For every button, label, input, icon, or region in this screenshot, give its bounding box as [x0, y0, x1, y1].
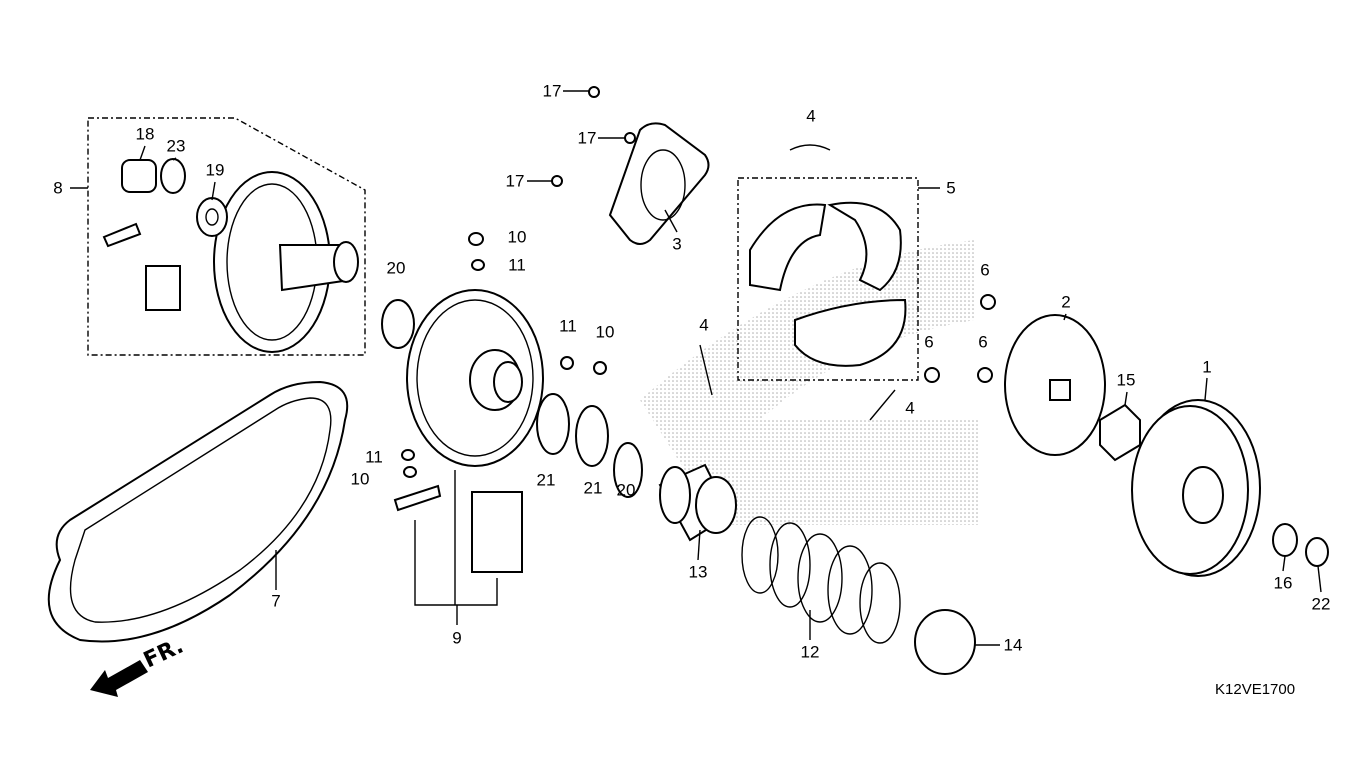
callout-11[interactable]: 11: [559, 317, 577, 336]
callout-10[interactable]: 10: [508, 228, 527, 247]
callout-13[interactable]: 13: [689, 563, 708, 582]
callout-18[interactable]: 18: [136, 125, 155, 144]
callout-11[interactable]: 11: [508, 256, 526, 275]
callout-7[interactable]: 7: [271, 592, 280, 611]
callout-12[interactable]: 12: [801, 643, 820, 662]
movable-drive-face-assembly: [87, 117, 366, 356]
callout-19[interactable]: 19: [206, 161, 225, 180]
callout-6[interactable]: 6: [980, 261, 989, 280]
callout-17[interactable]: 17: [506, 172, 525, 191]
callout-2[interactable]: 2: [1061, 293, 1070, 312]
driven-face-spring: [741, 516, 901, 644]
callout-16[interactable]: 16: [1274, 574, 1293, 593]
driven-face-assembly: [381, 232, 737, 606]
callout-22[interactable]: 22: [1312, 595, 1331, 614]
callout-10[interactable]: 10: [351, 470, 370, 489]
callout-10[interactable]: 10: [596, 323, 615, 342]
callout-9[interactable]: 9: [452, 629, 461, 648]
callout-20[interactable]: 20: [387, 259, 406, 278]
callout-14[interactable]: 14: [1004, 636, 1023, 655]
clutch-shoe-box: [737, 177, 919, 381]
front-direction-marker: FR.: [90, 634, 187, 697]
diagram-code: K12VE1700: [1215, 681, 1295, 698]
callout-17[interactable]: 17: [578, 129, 597, 148]
callout-3[interactable]: 3: [672, 235, 681, 254]
callout-21[interactable]: 21: [537, 471, 556, 490]
callout-4[interactable]: 4: [905, 399, 914, 418]
callout-5[interactable]: 5: [946, 179, 955, 198]
clutch-plate: [608, 122, 710, 245]
callout-6[interactable]: 6: [978, 333, 987, 352]
callout-6[interactable]: 6: [924, 333, 933, 352]
svg-text:FR.: FR.: [140, 634, 187, 674]
callout-labels: 17 17 17 4 4 4 5 3 18 23 19 8 10 11 20 1…: [53, 82, 1330, 662]
callout-4[interactable]: 4: [806, 107, 815, 126]
callout-11[interactable]: 11: [365, 448, 383, 467]
callout-20[interactable]: 20: [617, 481, 636, 500]
callout-8[interactable]: 8: [53, 179, 62, 198]
callout-21[interactable]: 21: [584, 479, 603, 498]
drive-belt: [47, 380, 349, 643]
callout-23[interactable]: 23: [167, 137, 186, 156]
callout-4[interactable]: 4: [699, 316, 708, 335]
callout-17[interactable]: 17: [543, 82, 562, 101]
callout-15[interactable]: 15: [1117, 371, 1136, 390]
callout-1[interactable]: 1: [1202, 358, 1211, 377]
